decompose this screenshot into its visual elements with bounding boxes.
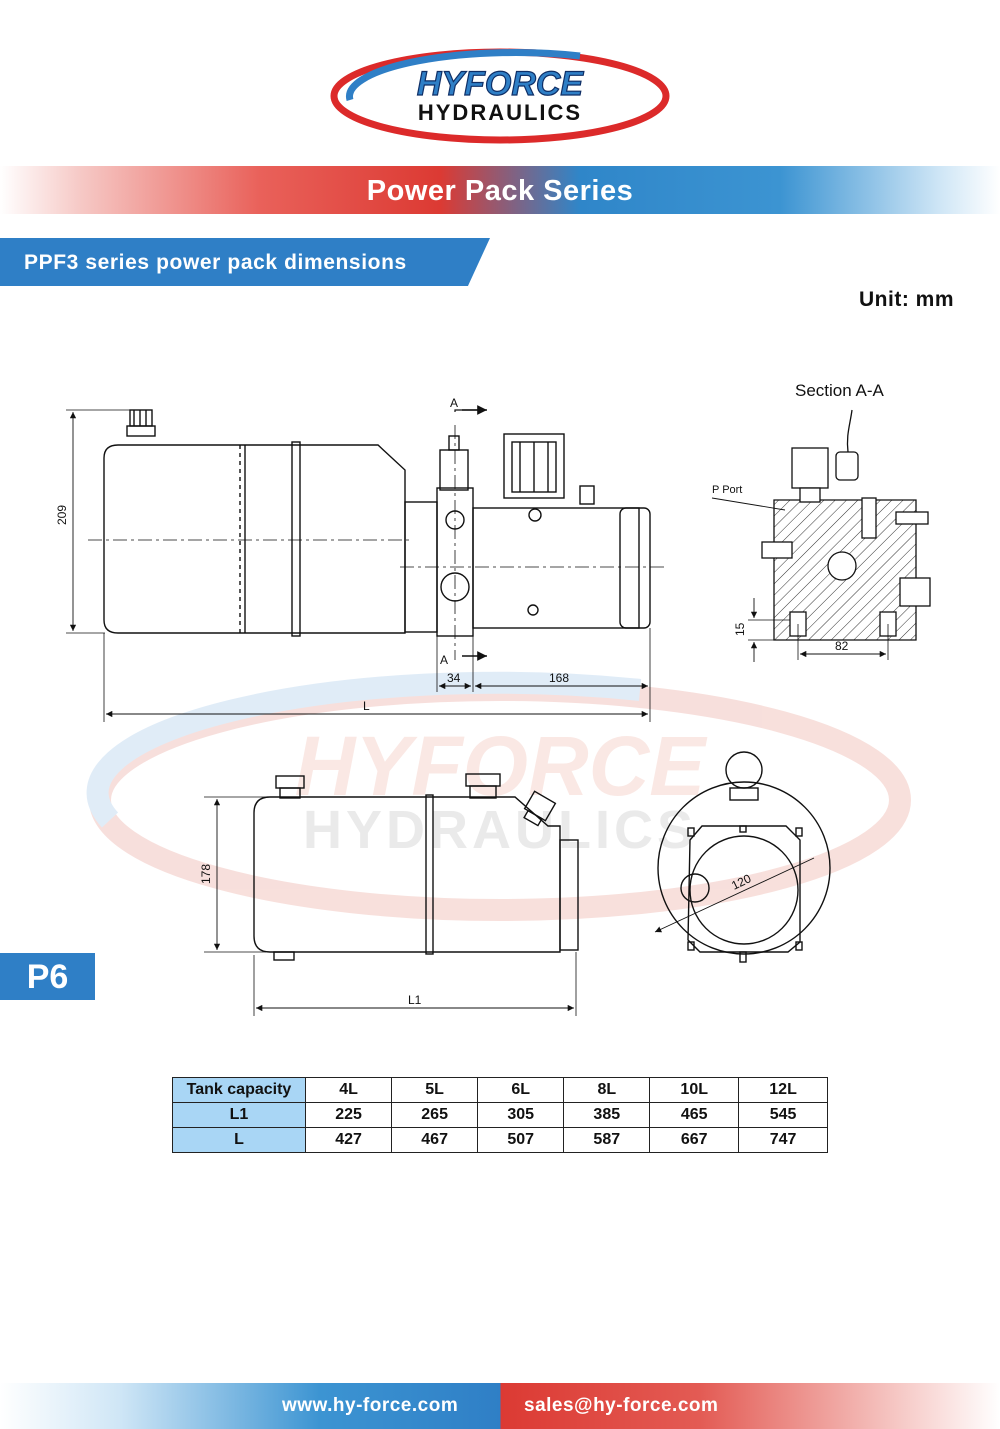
dim-168: 168 (549, 671, 569, 685)
banner-title: Power Pack Series (366, 175, 634, 207)
table-cell: 667 (649, 1127, 740, 1153)
dim-length-L1: L1 (408, 993, 422, 1007)
website-link[interactable]: www.hy-force.com (282, 1395, 459, 1416)
logo-line1: HYFORCE (417, 65, 585, 103)
dim-height-178: 178 (199, 864, 213, 884)
p-port-label: P Port (712, 484, 742, 496)
tank-end-view (654, 751, 831, 963)
row-header: Tank capacity (172, 1077, 306, 1103)
table-cell: 465 (649, 1102, 740, 1128)
dim-15: 15 (733, 622, 747, 636)
table-cell: 507 (477, 1127, 565, 1153)
section-aa-view (711, 409, 931, 662)
table-cell: 10L (649, 1077, 740, 1103)
brand-logo: HYFORCE HYDRAULICS (330, 48, 670, 144)
table-cell: 385 (563, 1102, 651, 1128)
logo-line2: HYDRAULICS (418, 100, 582, 125)
series-banner (0, 166, 1000, 214)
table-cell: 12L (738, 1077, 828, 1103)
page-label: P6 (26, 958, 69, 996)
section-marker-bottom: A (440, 653, 448, 667)
dim-82: 82 (835, 639, 849, 653)
section-marker-top: A (450, 396, 458, 410)
table-cell: 6L (477, 1077, 565, 1103)
table-cell: 8L (563, 1077, 651, 1103)
row-header: L (172, 1127, 306, 1153)
table-cell: 4L (304, 1077, 393, 1103)
dim-height-209: 209 (55, 505, 69, 525)
table-cell: 265 (391, 1102, 479, 1128)
watermark-line2: HYDRAULICS (303, 800, 697, 860)
table-cell: 587 (563, 1127, 651, 1153)
table-cell: 427 (304, 1127, 393, 1153)
watermark: HYFORCE HYDRAULICS (86, 671, 911, 921)
email-link[interactable]: sales@hy-force.com (524, 1395, 719, 1416)
table-cell: 747 (738, 1127, 828, 1153)
table-cell: 5L (391, 1077, 479, 1103)
table-row: Tank capacity 4L 5L 6L 8L 10L 12L (172, 1077, 828, 1103)
section-tab (0, 238, 490, 286)
footer-bar (0, 1383, 1000, 1429)
table-row: L1 225 265 305 385 465 545 (172, 1102, 828, 1128)
dimension-table: Tank capacity 4L 5L 6L 8L 10L 12L L1 225… (172, 1077, 828, 1153)
page-tab (0, 953, 95, 1000)
table-cell: 305 (477, 1102, 565, 1128)
power-pack-side-view (66, 405, 665, 722)
table-row: L 427 467 507 587 667 747 (172, 1127, 828, 1153)
dim-34: 34 (447, 671, 461, 685)
row-header: L1 (172, 1102, 306, 1128)
section-title-aa: Section A-A (795, 381, 884, 400)
dim-length-L: L (363, 699, 370, 713)
table-cell: 545 (738, 1102, 828, 1128)
table-cell: 225 (304, 1102, 393, 1128)
watermark-line1: HYFORCE (295, 719, 709, 813)
section-title: PPF3 series power pack dimensions (24, 251, 407, 274)
unit-label: Unit: mm (859, 288, 954, 311)
table-cell: 467 (391, 1127, 479, 1153)
tank-side-view (204, 773, 579, 1016)
